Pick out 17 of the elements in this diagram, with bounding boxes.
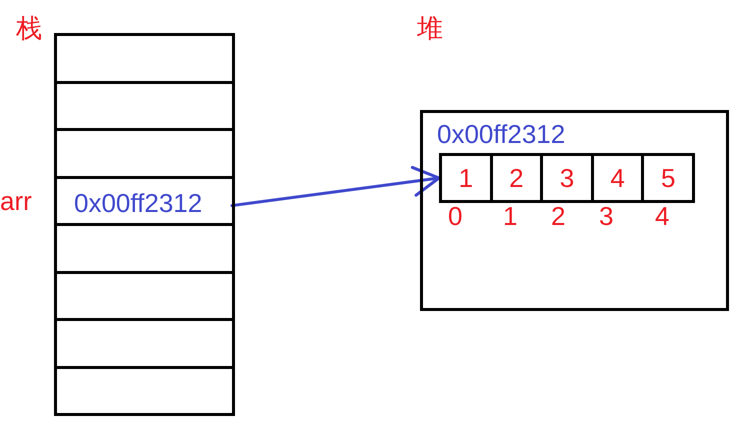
array-value: 2	[509, 165, 524, 191]
index-label: 0	[448, 203, 462, 229]
address-text: 0x00ff2312	[74, 190, 202, 216]
variable-name: arr	[0, 188, 32, 214]
array-value: 1	[458, 165, 474, 191]
array-value: 3	[560, 165, 574, 191]
array-value: 4	[610, 165, 625, 191]
index-label: 2	[551, 203, 566, 229]
array-box	[439, 153, 695, 203]
address-text: 0x00ff2312	[437, 121, 566, 147]
index-label: 1	[503, 203, 518, 229]
pointer-arrow	[230, 166, 440, 208]
array-value: 5	[660, 165, 676, 191]
index-label: 3	[599, 203, 614, 229]
stack-heading: 栈	[16, 16, 42, 42]
heap-heading: 堆	[417, 16, 443, 42]
index-label: 4	[655, 203, 670, 229]
